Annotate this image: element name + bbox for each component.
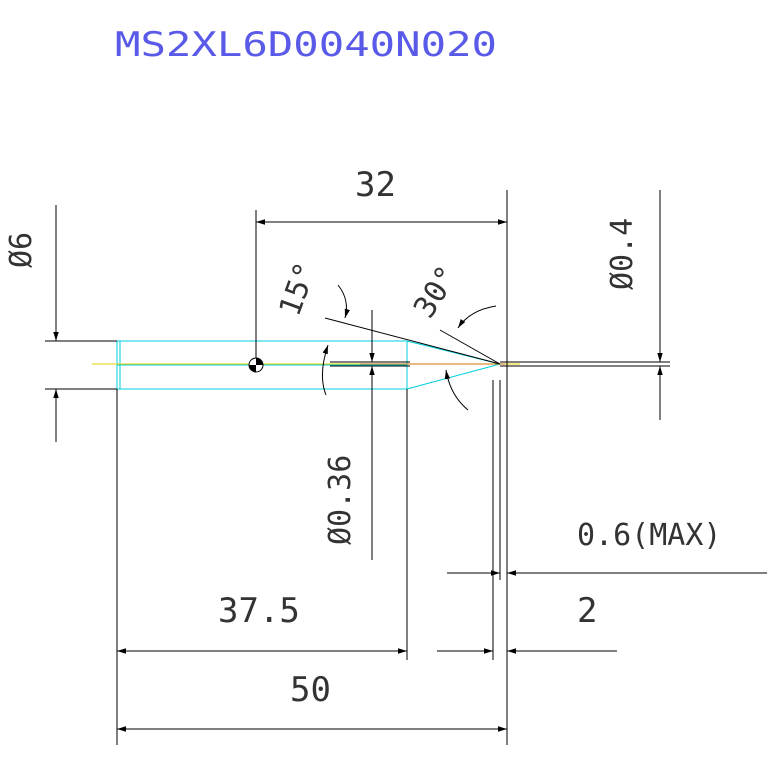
dim-max-0-6 — [447, 380, 767, 580]
dim-angle-30 — [439, 305, 501, 411]
dim-angle-15 — [322, 284, 501, 396]
dim-length-2 — [437, 380, 617, 660]
drawing-title: MS2XL6D0040N020 — [115, 25, 497, 65]
label-length-32: 32 — [355, 165, 396, 205]
tool-outline — [116, 340, 501, 390]
label-tip-diameter: Ø0.4 — [605, 218, 640, 290]
dim-neck-diameter — [330, 310, 410, 560]
label-neck-diameter: Ø0.36 — [323, 455, 358, 545]
label-length-37-5: 37.5 — [218, 591, 300, 631]
label-length-2: 2 — [577, 591, 597, 631]
label-max-0-6: 0.6(MAX) — [577, 518, 722, 553]
label-shank-diameter: Ø6 — [4, 232, 39, 268]
dim-length-37-5 — [116, 389, 408, 745]
origin-marker — [248, 357, 264, 373]
label-angle-30: 30° — [407, 260, 465, 325]
dim-tip-diameter — [500, 190, 670, 420]
label-overall-length: 50 — [290, 670, 331, 710]
label-angle-15: 15° — [273, 258, 324, 321]
shank-extension — [45, 340, 117, 390]
